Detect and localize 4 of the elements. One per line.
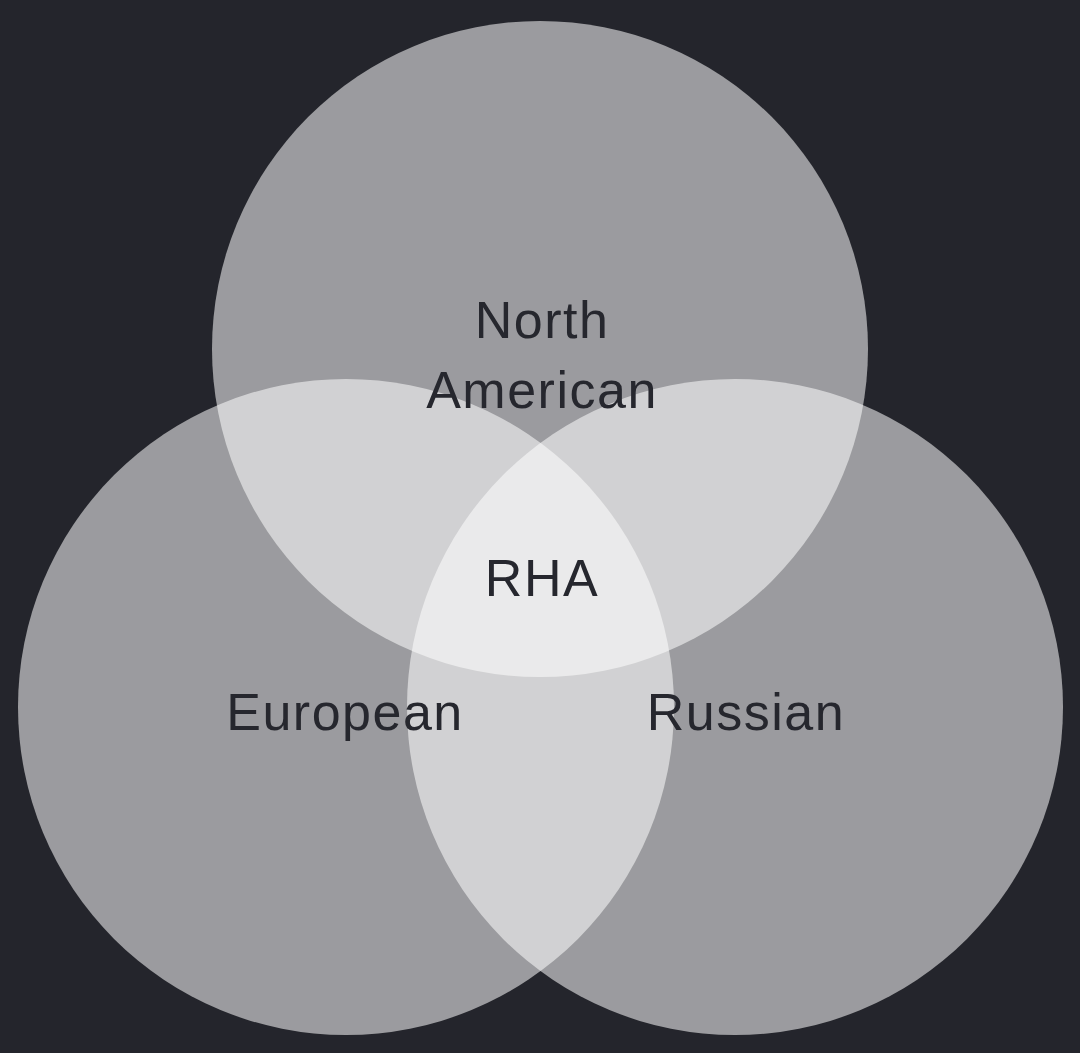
circle-label: European (225, 682, 465, 743)
intersection-label: RHA (484, 548, 600, 609)
circle-label: North American (425, 290, 659, 421)
circle-label: Russian (645, 682, 847, 743)
